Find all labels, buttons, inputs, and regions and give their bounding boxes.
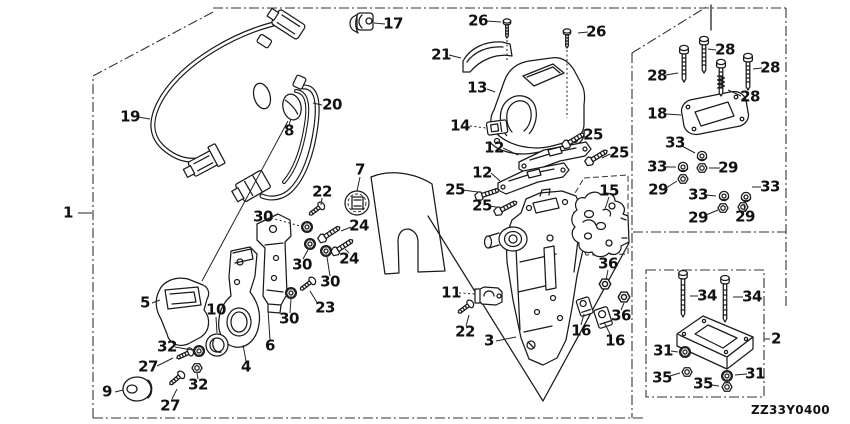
part-14-clip	[485, 119, 509, 136]
part-callout-33: 33	[760, 177, 780, 196]
part-callout-16: 16	[605, 331, 625, 350]
part-callout-7: 7	[355, 160, 365, 179]
part-20-harness	[231, 74, 320, 203]
part-callout-8: 8	[284, 121, 294, 140]
part-callout-26: 26	[468, 11, 488, 30]
part-callout-30: 30	[279, 309, 299, 328]
part-callout-25: 25	[445, 180, 465, 199]
part-callout-28: 28	[740, 87, 760, 106]
part-callout-14: 14	[450, 116, 470, 135]
part-callout-26: 26	[586, 22, 606, 41]
part-callout-34: 34	[697, 286, 717, 305]
part-callout-24: 24	[349, 216, 369, 235]
part-callout-21: 21	[431, 45, 451, 64]
part-callout-13: 13	[467, 78, 487, 97]
projection-lines	[506, 40, 568, 118]
harness-connector	[231, 169, 271, 203]
part-callout-27: 27	[160, 396, 180, 415]
part-callout-12: 12	[484, 138, 504, 157]
part-callout-29: 29	[648, 180, 668, 199]
part-callout-36: 36	[611, 306, 631, 325]
part-callout-4: 4	[241, 357, 251, 376]
part-callout-22: 22	[455, 322, 475, 341]
assembly-boundary-right-region	[631, 4, 787, 308]
part-callout-17: 17	[383, 14, 403, 33]
part-callout-33: 33	[665, 133, 685, 152]
part-12-bracket-a	[518, 141, 592, 174]
part-callout-5: 5	[140, 293, 150, 312]
diagram-code: ZZ33Y0400	[751, 403, 830, 417]
part-callout-10: 10	[206, 300, 226, 319]
leader-lines	[78, 20, 770, 400]
part-19-cable	[150, 7, 306, 178]
part-callout-23: 23	[315, 298, 335, 317]
cable-connector-top	[266, 7, 306, 40]
part-callout-30: 30	[253, 207, 273, 226]
part-callout-29: 29	[688, 208, 708, 227]
part-17-clamp	[349, 12, 374, 34]
part-callout-30: 30	[292, 255, 312, 274]
part-15-bracket	[571, 191, 630, 258]
part-16-switch-b	[593, 306, 613, 329]
part-callout-33: 33	[688, 185, 708, 204]
part-3-housing	[483, 188, 586, 366]
part-callout-18: 18	[647, 104, 667, 123]
part-7-grommet	[344, 190, 370, 216]
part-callout-27: 27	[138, 357, 158, 376]
part-callout-34: 34	[742, 287, 762, 306]
part-callout-11: 11	[441, 283, 461, 302]
part-18-plate	[680, 90, 750, 136]
part-callout-2: 2	[771, 329, 781, 348]
part-callout-25: 25	[609, 143, 629, 162]
part-16-switch-a	[575, 296, 594, 317]
cable-connector-bottom	[182, 143, 226, 178]
part-10-grommet	[205, 333, 229, 357]
part-callout-29: 29	[735, 207, 755, 226]
mounting-panel-sheet	[370, 172, 630, 402]
part-callout-24: 24	[339, 249, 359, 268]
part-21-strip	[462, 41, 513, 73]
part-callout-28: 28	[647, 66, 667, 85]
part-callout-25: 25	[472, 196, 492, 215]
part-11-clamp	[474, 286, 503, 306]
fasteners	[166, 18, 754, 392]
part-callout-3: 3	[484, 331, 494, 350]
part-12-bracket-b	[497, 162, 570, 195]
part-callout-28: 28	[760, 58, 780, 77]
assembly-boundary-group-2	[645, 269, 765, 398]
part-callout-19: 19	[120, 107, 140, 126]
part-callout-35: 35	[693, 374, 713, 393]
part-callout-12: 12	[472, 163, 492, 182]
part-callout-35: 35	[652, 368, 672, 387]
part-callout-29: 29	[718, 158, 738, 177]
part-8-connector	[282, 93, 302, 121]
part-callout-16: 16	[571, 321, 591, 340]
part-callout-33: 33	[647, 157, 667, 176]
part-callout-20: 20	[322, 95, 342, 114]
part-callout-28: 28	[715, 40, 735, 59]
part-9-knob	[122, 376, 153, 402]
part-callout-31: 31	[745, 364, 765, 383]
part-callout-32: 32	[188, 375, 208, 394]
part-2-spacer-block	[676, 315, 754, 370]
part-5-housing	[155, 277, 210, 347]
part-callout-1: 1	[63, 203, 73, 222]
part-6-bracket	[256, 213, 292, 314]
part-4-lever-arm	[218, 246, 261, 348]
part-callout-15: 15	[599, 181, 619, 200]
part-callout-22: 22	[312, 182, 332, 201]
part-callout-6: 6	[265, 336, 275, 355]
part-callout-36: 36	[598, 254, 618, 273]
part-callout-31: 31	[653, 341, 673, 360]
part-callout-9: 9	[102, 382, 112, 401]
part-callout-30: 30	[320, 272, 340, 291]
part-13-cover	[489, 56, 586, 155]
part-callout-32: 32	[157, 337, 177, 356]
assembly-boundary-group-1	[92, 7, 786, 419]
part-callout-25: 25	[583, 125, 603, 144]
